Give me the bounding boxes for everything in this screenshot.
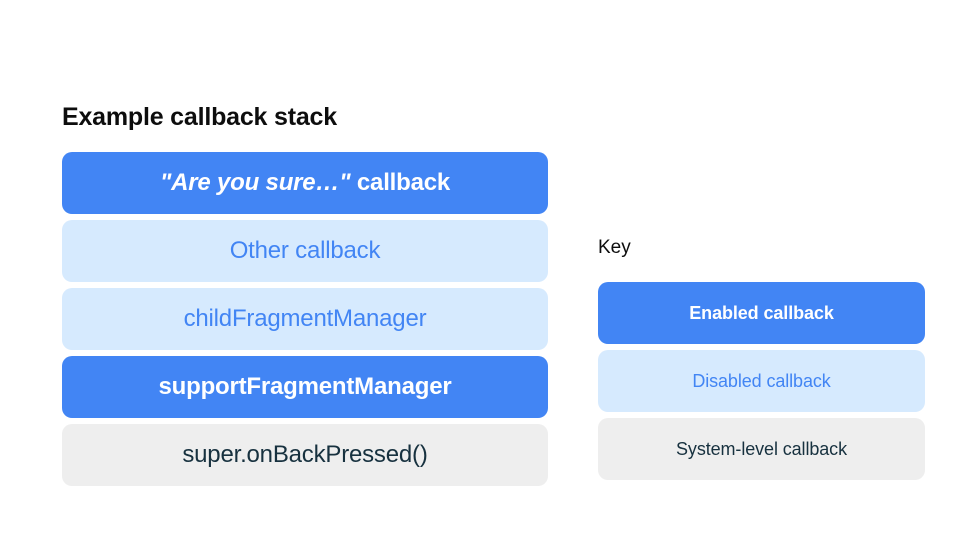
key-item-enabled-callback: Enabled callback [598, 282, 925, 344]
stack-item-support-fragment-manager[interactable]: supportFragmentManager [62, 356, 548, 418]
stack-item-label: super.onBackPressed() [182, 441, 428, 468]
callback-stack-section: Example callback stack "Are you sure…" c… [62, 100, 548, 486]
stack-item-label: supportFragmentManager [158, 373, 452, 400]
key-item-label: Disabled callback [692, 371, 831, 391]
stack-item-are-you-sure-callback[interactable]: "Are you sure…" callback [62, 152, 548, 214]
callback-stack-list: "Are you sure…" callback Other callback … [62, 152, 548, 486]
stack-item-label: childFragmentManager [183, 305, 427, 332]
key-title: Key [598, 237, 631, 258]
key-legend-list: Enabled callback Disabled callback Syste… [598, 282, 925, 480]
stack-title: Example callback stack [62, 103, 337, 131]
key-item-system-level-callback: System-level callback [598, 418, 925, 480]
key-item-label: System-level callback [676, 439, 847, 459]
stack-item-super-on-back-pressed[interactable]: super.onBackPressed() [62, 424, 548, 486]
stack-item-child-fragment-manager[interactable]: childFragmentManager [62, 288, 548, 350]
key-item-label: Enabled callback [689, 303, 834, 323]
stack-item-label: Other callback [229, 237, 381, 264]
key-item-disabled-callback: Disabled callback [598, 350, 925, 412]
stack-item-label-plain: callback [350, 169, 451, 196]
stack-item-label: "Are you sure…" callback [160, 168, 450, 198]
stack-item-label-quoted: "Are you sure…" [159, 169, 351, 196]
stack-item-other-callback[interactable]: Other callback [62, 220, 548, 282]
key-legend-section: Key Enabled callback Disabled callback S… [598, 236, 925, 480]
